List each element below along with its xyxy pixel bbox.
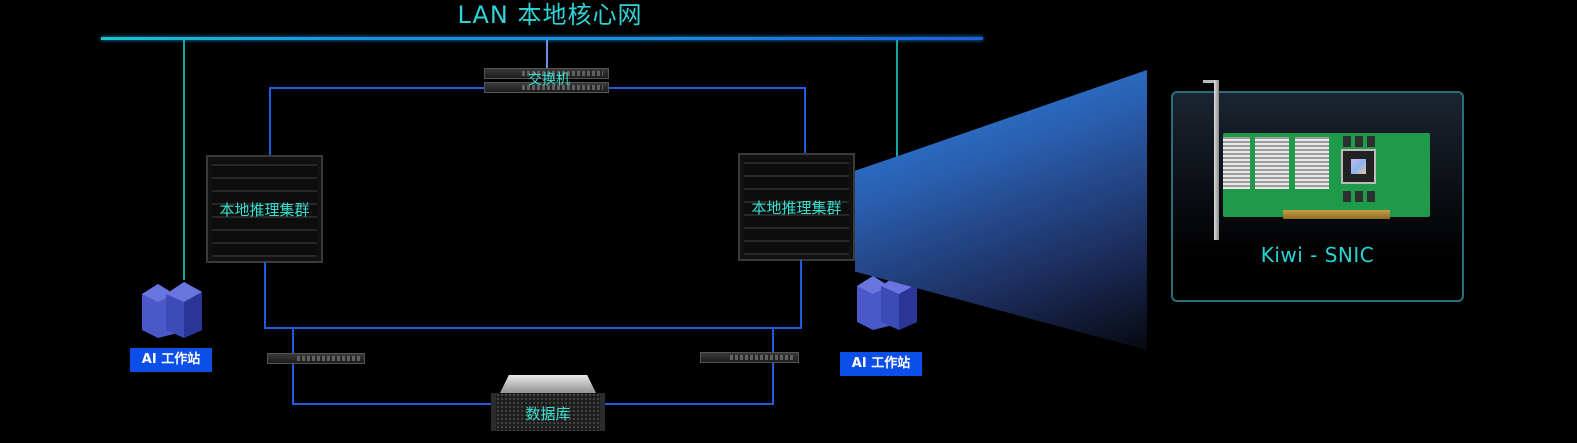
switch-to-cluster-right-drop	[804, 87, 806, 153]
storage-right-link	[772, 327, 774, 405]
storage-switch-right[interactable]	[700, 352, 799, 363]
database-server[interactable]: 数据库	[491, 375, 605, 431]
storage-left-link	[292, 327, 294, 405]
card-bracket	[1214, 80, 1219, 240]
asic-chip	[1341, 149, 1376, 184]
smartnic-card-icon	[1223, 133, 1430, 217]
rack-slots-icon	[744, 159, 849, 255]
storage-right-to-db-link	[604, 403, 774, 405]
database-chassis-front	[491, 393, 605, 431]
card-bracket-tab	[1203, 80, 1219, 83]
storage-left-to-db-link	[292, 403, 492, 405]
cluster-left-down-link	[264, 262, 266, 328]
memory-chip	[1367, 191, 1375, 202]
core-switch-unit-2[interactable]	[484, 82, 609, 93]
switch-to-cluster-right-link	[609, 87, 806, 89]
memory-chip	[1355, 136, 1363, 147]
workstation-left-icon[interactable]	[140, 280, 204, 338]
lan-to-workstation-left-link	[183, 40, 185, 280]
pcie-gold-fingers	[1283, 210, 1390, 219]
rack-slots-icon	[212, 161, 317, 257]
workstation-right-badge: AI 工作站	[840, 352, 922, 376]
workstation-left-badge: AI 工作站	[130, 348, 212, 372]
cluster-right-down-link	[800, 260, 802, 328]
inference-cluster-left[interactable]: 本地推理集群	[206, 155, 323, 263]
database-label: 数据库	[525, 405, 571, 423]
memory-chip	[1343, 191, 1351, 202]
lan-to-switch-link	[546, 40, 548, 68]
lan-bus-line	[101, 37, 983, 40]
lan-core-title: LAN 本地核心网	[457, 1, 643, 29]
cluster-left-label: 本地推理集群	[219, 201, 310, 219]
lan-to-workstation-right-link	[896, 40, 898, 272]
memory-chip	[1343, 136, 1351, 147]
snic-detail-panel[interactable]: Kiwi - SNIC	[1171, 80, 1464, 302]
heatsink-2	[1255, 137, 1289, 189]
memory-chip	[1367, 136, 1375, 147]
core-switch-unit-1[interactable]	[484, 68, 609, 79]
snic-title: Kiwi - SNIC	[1260, 243, 1375, 267]
heatsink-3	[1295, 137, 1329, 189]
switch-to-cluster-left-link	[269, 87, 484, 89]
cluster-right-label: 本地推理集群	[751, 199, 842, 217]
switch-to-cluster-left-drop	[269, 87, 271, 155]
core-switch-label: 交换机	[528, 72, 570, 88]
heatsink-1	[1223, 137, 1250, 189]
memory-chip	[1355, 191, 1363, 202]
storage-backbone-link	[264, 327, 802, 329]
storage-switch-left[interactable]	[267, 353, 365, 364]
inference-cluster-right[interactable]: 本地推理集群	[738, 153, 855, 261]
database-chassis-top	[499, 375, 597, 395]
